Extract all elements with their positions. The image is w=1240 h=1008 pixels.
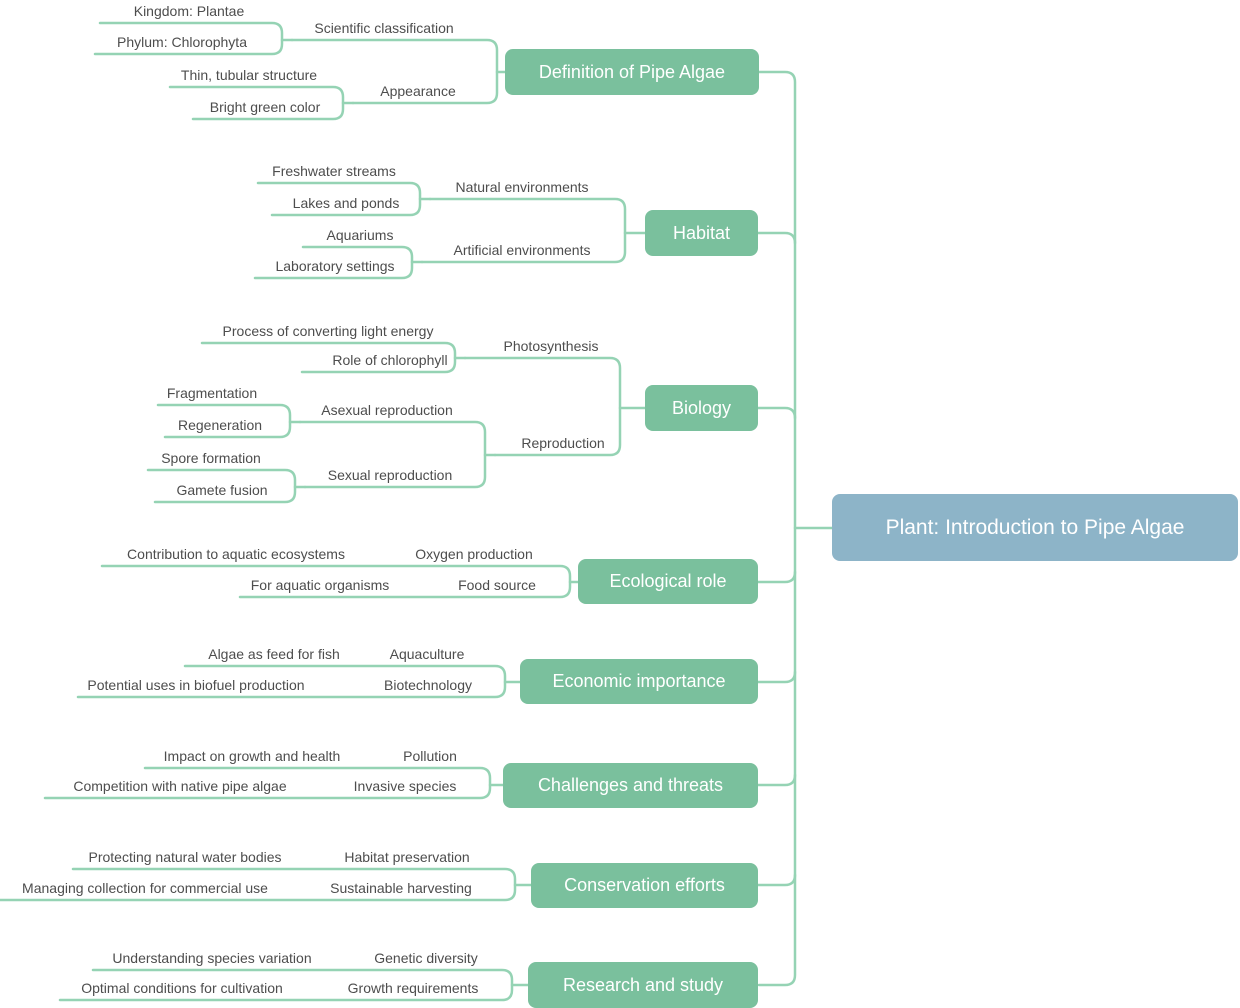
branch-node-economic-importance[interactable]: Economic importance [520, 659, 758, 704]
node-label-gamete-fusion[interactable]: Gamete fusion [176, 482, 268, 498]
connector-challenges [756, 773, 797, 787]
node-label-understanding-species-variation[interactable]: Understanding species variation [112, 950, 312, 966]
node-label-competition-native-algae[interactable]: Competition with native pipe algae [73, 778, 287, 794]
node-label-scientific-classification[interactable]: Scientific classification [314, 20, 454, 36]
connector-chal-subfork [43, 766, 492, 800]
node-label-genetic-diversity[interactable]: Genetic diversity [374, 950, 478, 966]
node-label-managing-collection[interactable]: Managing collection for commercial use [22, 880, 268, 896]
connector-hab-subfork [420, 197, 627, 264]
branch-node-habitat[interactable]: Habitat [645, 210, 758, 256]
node-label-pollution[interactable]: Pollution [403, 748, 457, 764]
node-label-for-aquatic-organisms[interactable]: For aquatic organisms [250, 577, 390, 593]
connector-conservation [756, 873, 797, 887]
node-label-sexual-reproduction[interactable]: Sexual reproduction [327, 467, 453, 483]
node-label-biofuel-production-uses[interactable]: Potential uses in biofuel production [87, 677, 305, 693]
node-label-oxygen-production[interactable]: Oxygen production [415, 546, 533, 562]
connector-biology [756, 406, 797, 420]
node-label-impact-growth-health[interactable]: Impact on growth and health [163, 748, 341, 764]
node-label-contribution-aquatic-ecosystems[interactable]: Contribution to aquatic ecosystems [127, 546, 345, 562]
node-label-food-source[interactable]: Food source [458, 577, 536, 593]
node-label-photosynthesis[interactable]: Photosynthesis [503, 338, 599, 354]
node-label-invasive-species[interactable]: Invasive species [353, 778, 457, 794]
connector-def-sci-leaves [93, 21, 284, 56]
node-label-asexual-reproduction[interactable]: Asexual reproduction [321, 402, 453, 418]
node-label-spore-formation[interactable]: Spore formation [161, 450, 261, 466]
connector-ecological [756, 570, 797, 584]
node-label-protecting-water-bodies[interactable]: Protecting natural water bodies [88, 849, 282, 865]
connector-bio-subfork [463, 356, 622, 457]
branch-node-conservation-efforts[interactable]: Conservation efforts [531, 863, 758, 908]
node-label-thin-tubular-structure[interactable]: Thin, tubular structure [180, 67, 318, 83]
node-label-phylum-chlorophyta[interactable]: Phylum: Chlorophyta [117, 34, 247, 50]
node-label-sustainable-harvesting[interactable]: Sustainable harvesting [330, 880, 472, 896]
root-node[interactable]: Plant: Introduction to Pipe Algae [832, 494, 1238, 561]
node-label-fragmentation[interactable]: Fragmentation [166, 385, 258, 401]
node-label-aquaculture[interactable]: Aquaculture [389, 646, 465, 662]
branch-node-ecological-role[interactable]: Ecological role [578, 559, 758, 604]
node-label-kingdom-plantae[interactable]: Kingdom: Plantae [133, 3, 245, 19]
connector-economic [756, 670, 797, 684]
node-label-optimal-cultivation-conditions[interactable]: Optimal conditions for cultivation [81, 980, 283, 996]
node-label-bright-green-color[interactable]: Bright green color [209, 99, 321, 115]
branch-node-challenges-threats[interactable]: Challenges and threats [503, 763, 758, 808]
node-label-freshwater-streams[interactable]: Freshwater streams [272, 163, 396, 179]
node-label-appearance[interactable]: Appearance [380, 83, 456, 99]
node-label-habitat-preservation[interactable]: Habitat preservation [344, 849, 470, 865]
node-label-reproduction[interactable]: Reproduction [521, 435, 605, 451]
node-label-growth-requirements[interactable]: Growth requirements [347, 980, 479, 996]
branch-node-definition[interactable]: Definition of Pipe Algae [505, 49, 759, 95]
node-label-natural-environments[interactable]: Natural environments [455, 179, 589, 195]
node-label-regeneration[interactable]: Regeneration [177, 417, 263, 433]
node-label-aquariums[interactable]: Aquariums [326, 227, 394, 243]
branch-node-research-study[interactable]: Research and study [528, 962, 758, 1008]
node-label-process-converting-light[interactable]: Process of converting light energy [222, 323, 434, 339]
node-label-algae-as-feed-for-fish[interactable]: Algae as feed for fish [208, 646, 340, 662]
node-label-laboratory-settings[interactable]: Laboratory settings [275, 258, 395, 274]
node-label-artificial-environments[interactable]: Artificial environments [453, 242, 591, 258]
connector-habitat [756, 231, 797, 245]
connector-trunk [757, 70, 797, 987]
node-label-lakes-and-ponds[interactable]: Lakes and ponds [292, 195, 400, 211]
branch-node-biology[interactable]: Biology [645, 385, 758, 431]
node-label-role-of-chlorophyll[interactable]: Role of chlorophyll [332, 352, 448, 368]
node-label-biotechnology[interactable]: Biotechnology [384, 677, 472, 693]
